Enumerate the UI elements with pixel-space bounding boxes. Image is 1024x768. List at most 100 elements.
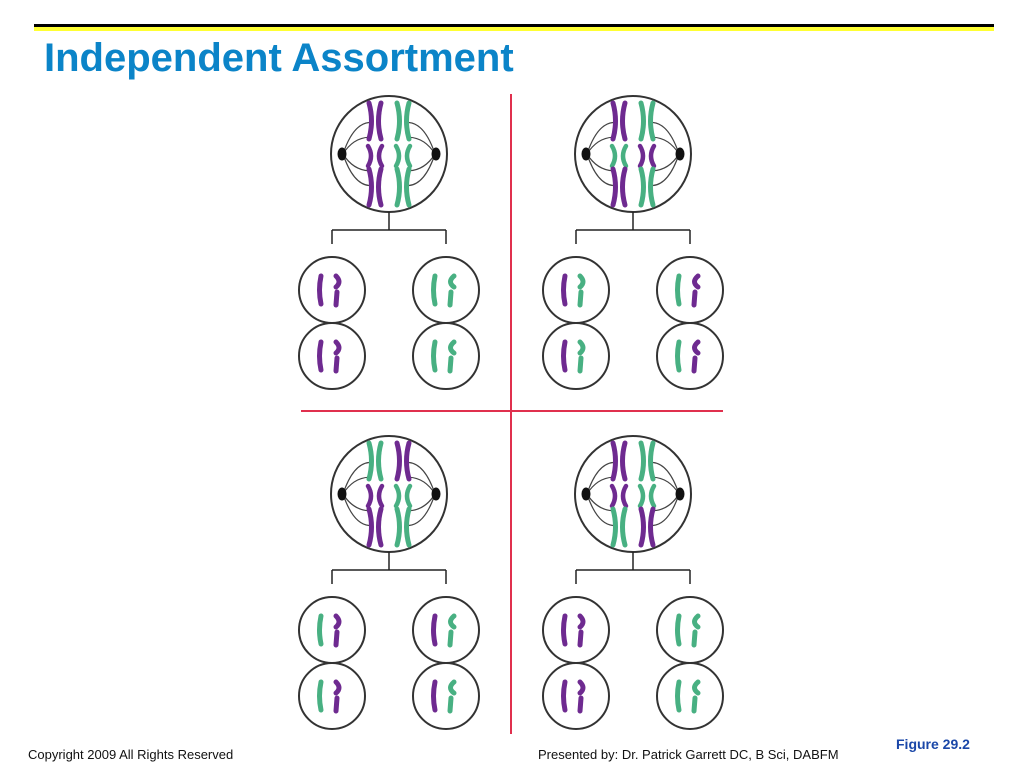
chromosome-icon <box>393 483 413 509</box>
chromosome-icon <box>366 440 384 482</box>
metaphase-cell-3 <box>330 435 448 553</box>
metaphase-cell-2 <box>574 95 692 213</box>
chromosome-icon <box>637 143 657 169</box>
chromosome-icon <box>365 483 385 509</box>
chromosome-icon <box>431 273 438 307</box>
cell-icon <box>656 662 724 730</box>
chromosome-icon <box>333 679 342 696</box>
chromosome-icon <box>691 629 698 648</box>
chromosome-icon <box>610 506 628 548</box>
chromosome-icon <box>675 339 682 373</box>
chromosome-icon <box>431 679 438 713</box>
daughter-cell-1-1 <box>298 256 366 324</box>
cell-icon <box>542 322 610 390</box>
chromosome-icon <box>577 273 586 290</box>
chromosome-icon <box>577 355 584 374</box>
chromosome-icon <box>637 483 657 509</box>
centrosome-icon <box>675 147 685 161</box>
chromosome-icon <box>431 339 438 373</box>
daughter-cell-4-3 <box>542 662 610 730</box>
daughter-cell-3-4 <box>412 662 480 730</box>
daughter-cell-1-3 <box>298 322 366 390</box>
daughter-cell-4-2 <box>656 596 724 664</box>
chromosome-icon <box>610 100 628 142</box>
cell-icon <box>330 435 448 553</box>
chromosome-icon <box>692 613 701 630</box>
cell-icon <box>656 256 724 324</box>
daughter-cell-4-4 <box>656 662 724 730</box>
cell-icon <box>412 256 480 324</box>
cell-icon <box>542 596 610 664</box>
centrosome-icon <box>337 147 347 161</box>
chromosome-icon <box>394 506 412 548</box>
chromosome-icon <box>448 613 457 630</box>
division-bracket-4 <box>575 552 691 584</box>
chromosome-icon <box>577 289 584 308</box>
chromosome-icon <box>317 679 324 713</box>
chromosome-icon <box>333 695 340 714</box>
chromosome-icon <box>692 679 701 696</box>
daughter-cell-1-4 <box>412 322 480 390</box>
daughter-cell-3-2 <box>412 596 480 664</box>
header-rule <box>34 24 994 27</box>
figure-label: Figure 29.2 <box>896 736 970 752</box>
chromosome-icon <box>638 100 656 142</box>
centrosome-icon <box>581 487 591 501</box>
chromosome-icon <box>577 339 586 356</box>
daughter-cell-1-2 <box>412 256 480 324</box>
chromosome-icon <box>610 440 628 482</box>
chromosome-icon <box>393 143 413 169</box>
chromosome-icon <box>366 100 384 142</box>
chromosome-icon <box>561 613 568 647</box>
cell-icon <box>298 662 366 730</box>
chromosome-icon <box>431 613 438 647</box>
cell-icon <box>574 95 692 213</box>
chromosome-icon <box>638 166 656 208</box>
cell-icon <box>656 596 724 664</box>
chromosome-icon <box>366 166 384 208</box>
copyright-notice: Copyright 2009 All Rights Reserved <box>28 747 234 762</box>
chromosome-icon <box>333 613 342 630</box>
chromosome-icon <box>675 679 682 713</box>
chromosome-icon <box>317 273 324 307</box>
slide-title: Independent Assortment <box>44 36 514 80</box>
centrosome-icon <box>431 147 441 161</box>
daughter-cell-4-1 <box>542 596 610 664</box>
chromosome-icon <box>333 273 342 290</box>
chromosome-icon <box>333 629 340 648</box>
cell-icon <box>412 662 480 730</box>
presenter-credit: Presented by: Dr. Patrick Garrett DC, B … <box>538 747 839 762</box>
chromosome-icon <box>447 695 454 714</box>
centrosome-icon <box>581 147 591 161</box>
cell-icon <box>574 435 692 553</box>
daughter-cell-3-3 <box>298 662 366 730</box>
chromosome-icon <box>394 100 412 142</box>
chromosome-icon <box>448 273 457 290</box>
chromosome-icon <box>394 440 412 482</box>
daughter-cell-2-4 <box>656 322 724 390</box>
cell-icon <box>412 322 480 390</box>
metaphase-cell-1 <box>330 95 448 213</box>
chromosome-icon <box>447 355 454 374</box>
chromosome-icon <box>447 289 454 308</box>
chromosome-icon <box>638 506 656 548</box>
daughter-cell-2-3 <box>542 322 610 390</box>
centrosome-icon <box>675 487 685 501</box>
daughter-cell-3-1 <box>298 596 366 664</box>
chromosome-icon <box>691 289 698 308</box>
chromosome-icon <box>691 695 698 714</box>
chromosome-icon <box>609 143 629 169</box>
cell-icon <box>298 322 366 390</box>
cell-icon <box>298 596 366 664</box>
header-accent-rule <box>34 27 994 31</box>
chromosome-icon <box>561 339 568 373</box>
chromosome-icon <box>333 339 342 356</box>
cell-icon <box>330 95 448 213</box>
division-bracket-1 <box>331 212 447 244</box>
chromosome-icon <box>675 273 682 307</box>
chromosome-icon <box>577 695 584 714</box>
chromosome-icon <box>609 483 629 509</box>
chromosome-icon <box>561 679 568 713</box>
chromosome-icon <box>333 355 340 374</box>
